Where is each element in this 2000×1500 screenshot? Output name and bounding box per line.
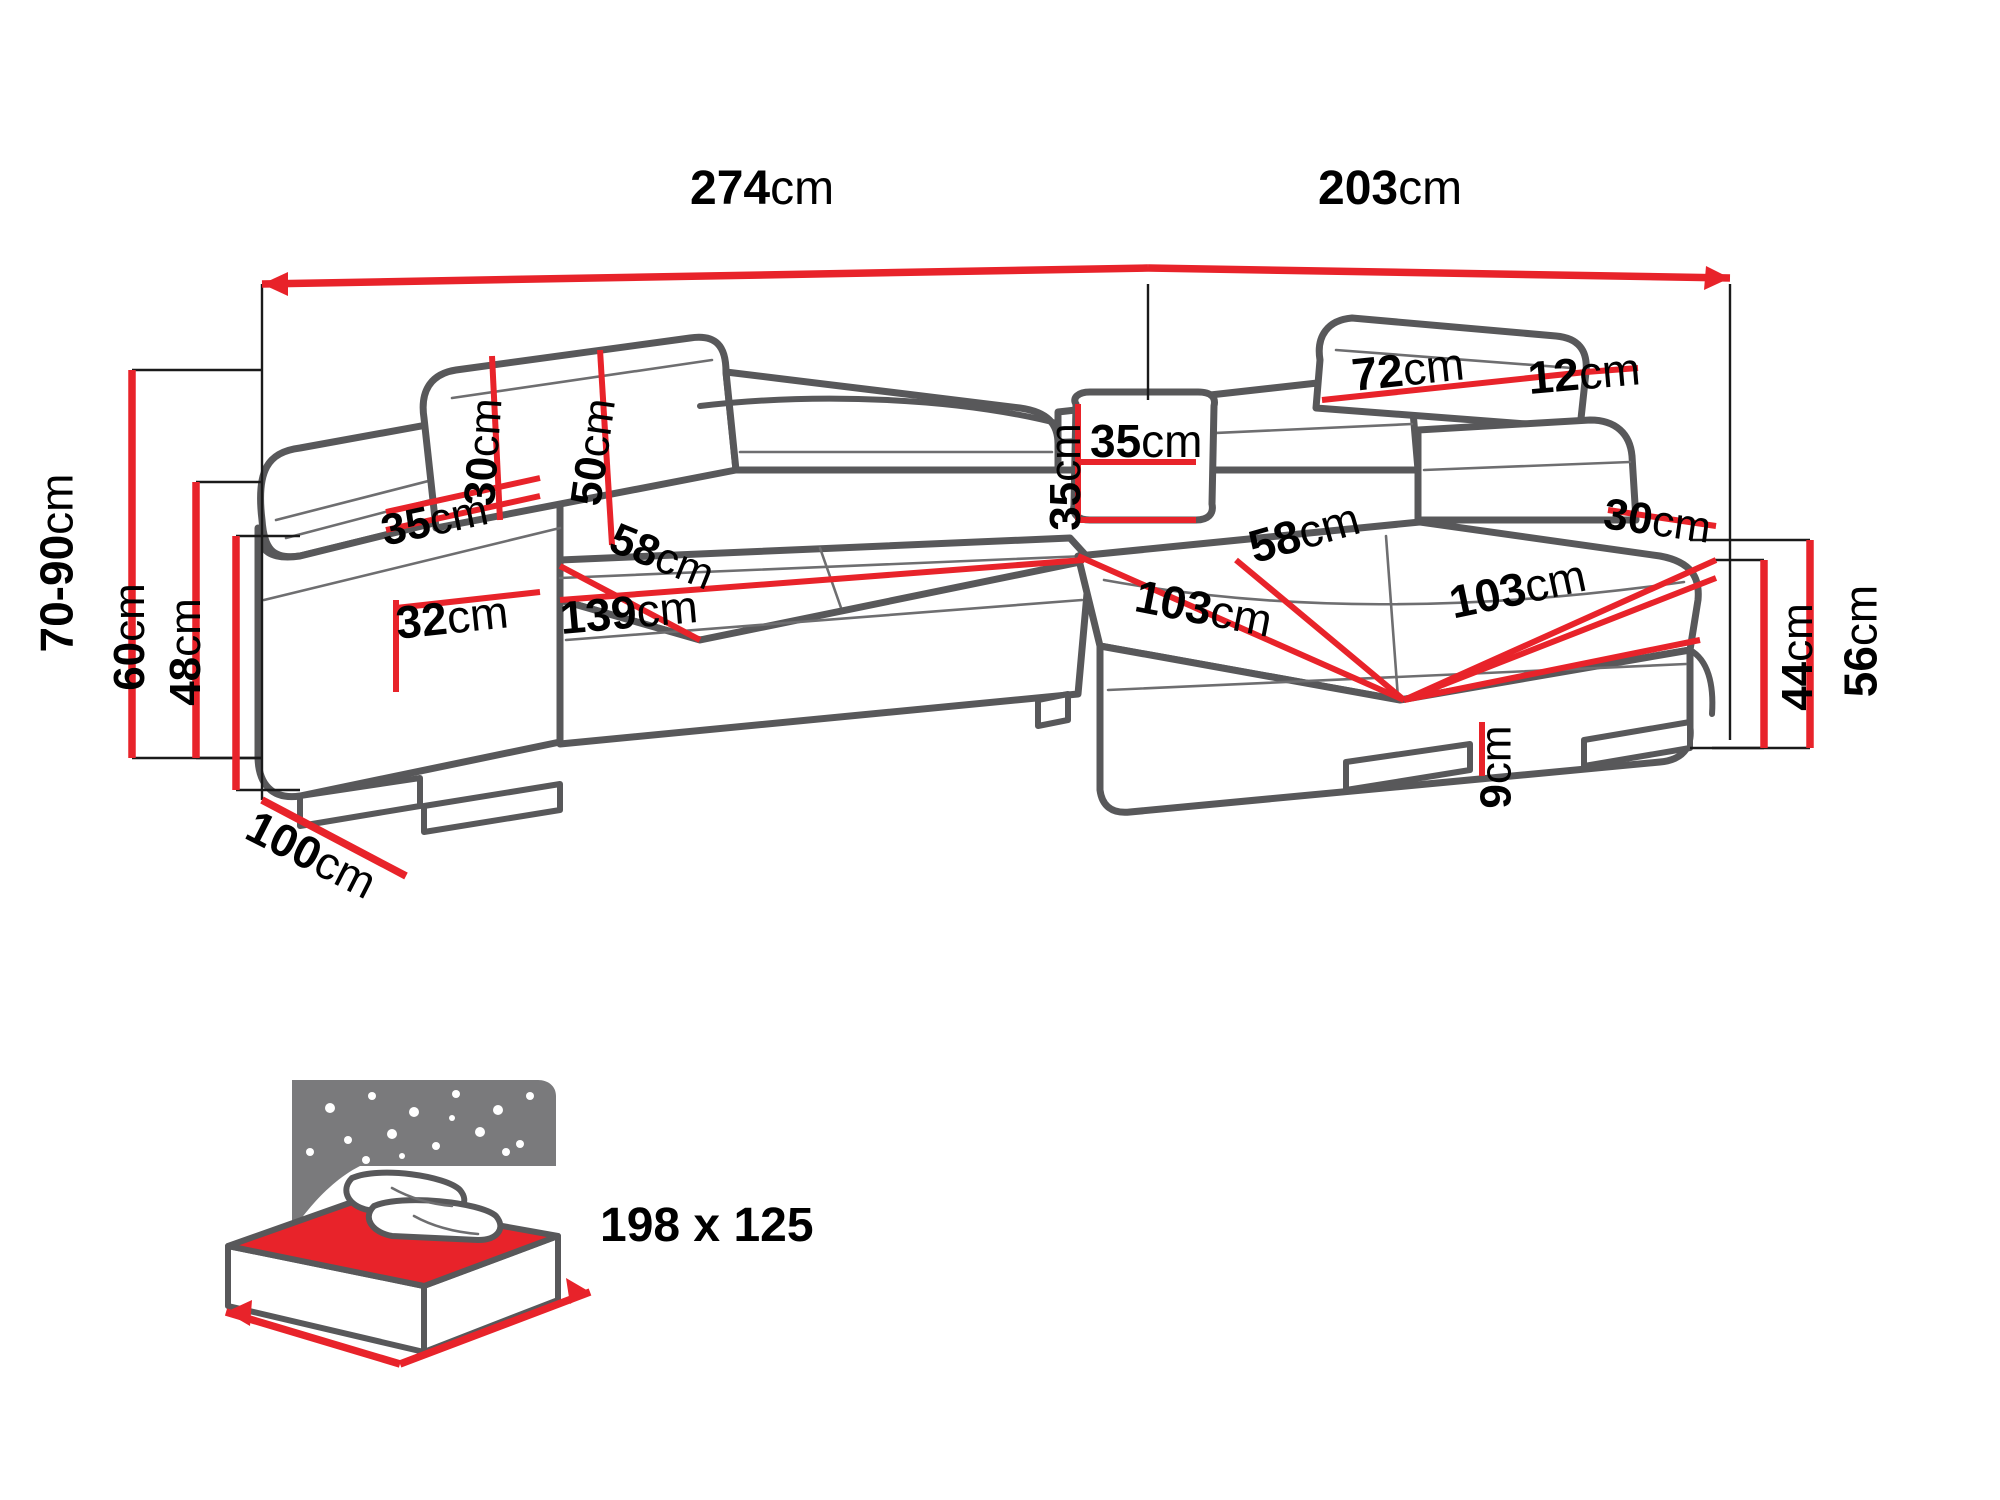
dim-label-armrest-height: 32cm bbox=[393, 585, 511, 649]
dim-label-right-headrest-width: 72cm bbox=[1349, 337, 1467, 401]
dim-label-seat-length: 139cm bbox=[557, 580, 700, 644]
dim-label-seat-height-outer: 48cm bbox=[160, 598, 210, 706]
red-dimension-lines bbox=[128, 264, 1814, 880]
dim-label-total-height: 70-90cm bbox=[30, 473, 83, 653]
dim-label-chaise-total-height: 56cm bbox=[1834, 584, 1887, 698]
dim-label-corner-cushion-height: 35cm bbox=[1040, 423, 1090, 531]
dim-label-right-headrest-edge: 12cm bbox=[1525, 342, 1643, 404]
sleeping-area-icon bbox=[224, 1080, 592, 1368]
sofa-legs bbox=[297, 691, 1693, 835]
right-headrest bbox=[1312, 314, 1590, 432]
chaise-side-face bbox=[1687, 647, 1716, 717]
main-backrest bbox=[697, 368, 1063, 474]
dim-label-back-height: 60cm bbox=[104, 583, 154, 691]
dim-label-overall-width-right: 203cm bbox=[1318, 162, 1463, 215]
dim-label-chaise-seat-height: 44cm bbox=[1772, 603, 1822, 711]
left-seat-front bbox=[556, 556, 1094, 748]
dim-label-overall-width-left: 274cm bbox=[690, 162, 835, 215]
dim-label-leg-height: 9cm bbox=[1471, 725, 1521, 809]
dim-label-corner-cushion-width: 35cm bbox=[1090, 415, 1203, 467]
right-back-panel bbox=[1414, 416, 1640, 524]
dimension-arrowheads bbox=[262, 266, 1730, 296]
extension-lines bbox=[132, 284, 1810, 800]
sleeping-area-label: 198 x 125 bbox=[600, 1199, 814, 1252]
